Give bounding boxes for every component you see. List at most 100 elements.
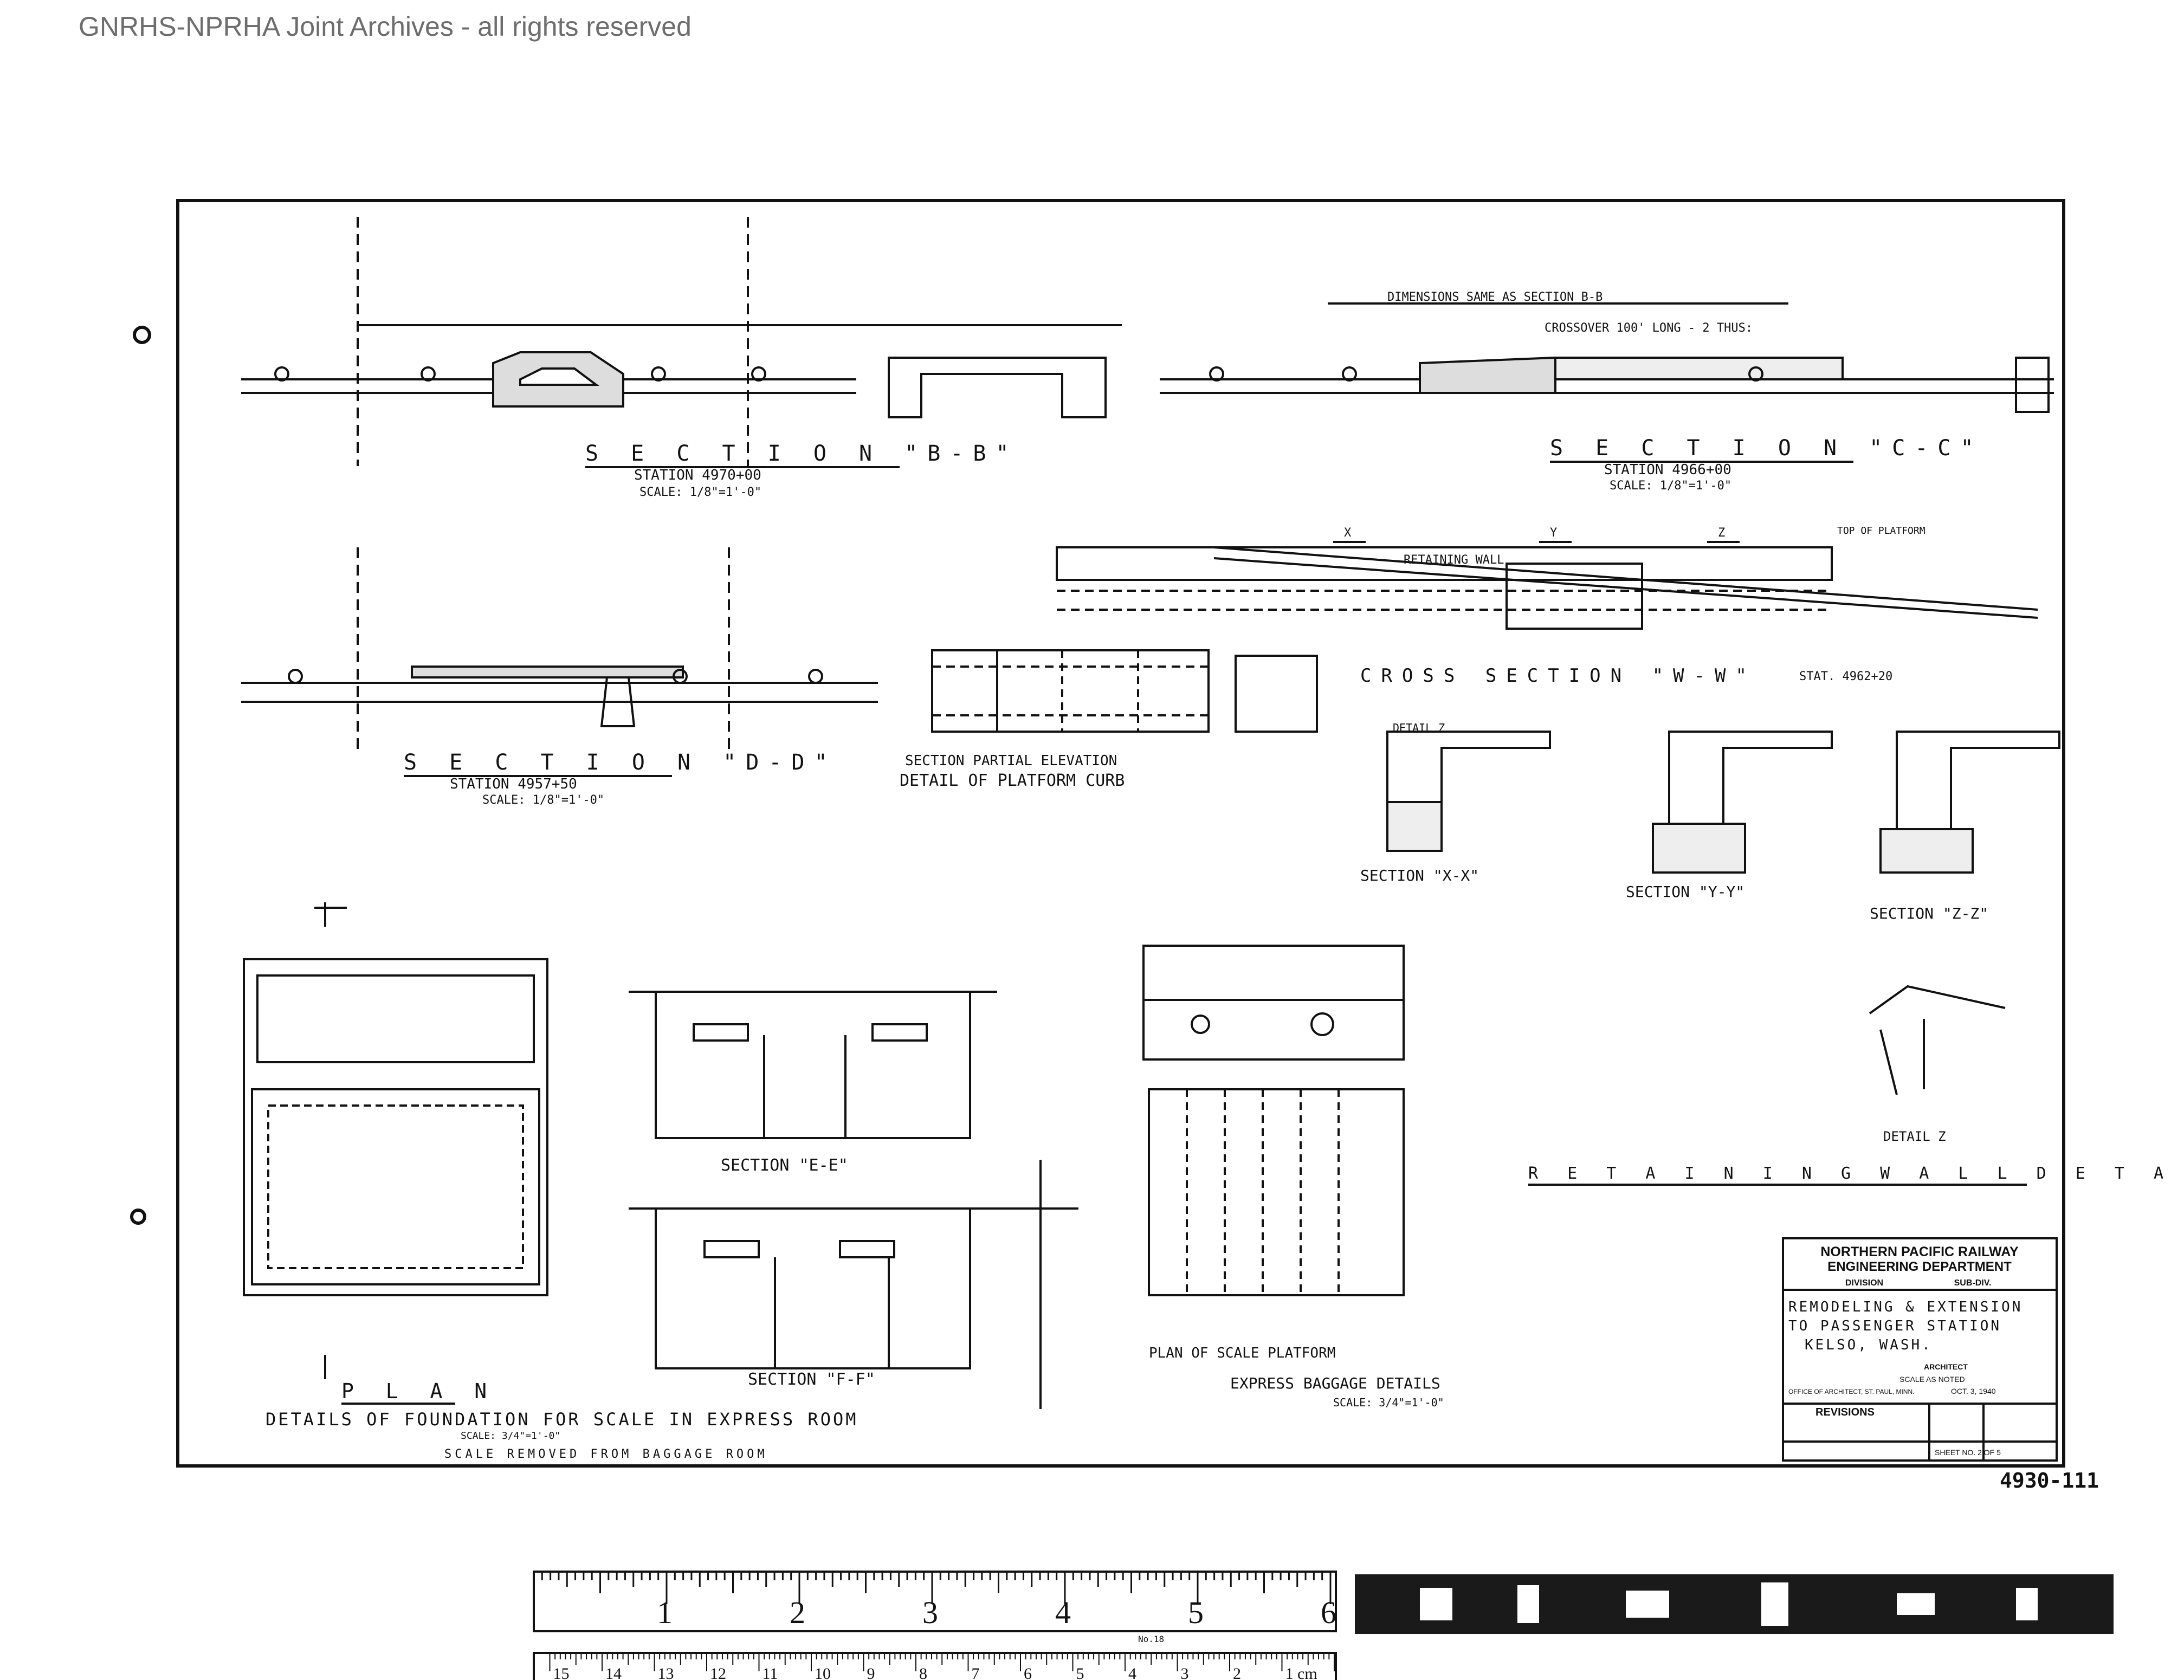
section-cc-note: DIMENSIONS SAME AS SECTION B-B	[1387, 290, 1603, 304]
section-ee-drawing	[629, 991, 997, 1139]
inch-ticks	[533, 1572, 1332, 1604]
section-cc-crossover: CROSSOVER 100' LONG - 2 THUS:	[1545, 321, 1753, 335]
foundation-scale: SCALE: 3/4"=1'-0"	[461, 1430, 560, 1442]
inch-label: 1	[657, 1595, 673, 1630]
retaining-wall-details-title: R E T A I N I N G W A L L D E T A I L S	[1528, 1164, 2184, 1183]
ww-station: STAT. 4962+20	[1799, 670, 1892, 683]
archive-watermark: GNRHS-NPRHA Joint Archives - all rights …	[79, 11, 692, 42]
reference-strip-marks	[1420, 1582, 2038, 1626]
sections-xyz-labels: DETAIL Z SECTION "X-X" SECTION "Y-Y" SEC…	[1360, 721, 1988, 922]
section-ff-drawing	[629, 1160, 1078, 1409]
cm-ticks	[549, 1653, 1335, 1671]
top-of-platform-label: TOP OF PLATFORM	[1837, 525, 1925, 537]
section-ee-title: SECTION "E-E"	[721, 1156, 848, 1175]
section-dd-station: STATION 4957+50	[450, 776, 577, 792]
section-dd-drawing	[241, 547, 878, 753]
project-line-1: REMODELING & EXTENSION	[1788, 1299, 2023, 1315]
section-cc-labels: DIMENSIONS SAME AS SECTION B-B CROSSOVER…	[1387, 290, 1983, 493]
cm-label: 2	[1233, 1665, 1241, 1680]
section-xx-title: SECTION "X-X"	[1360, 867, 1479, 884]
cm-label: 14	[605, 1665, 622, 1680]
department-name: ENGINEERING DEPARTMENT	[1827, 1259, 2012, 1274]
inch-label: 5	[1188, 1595, 1204, 1630]
inch-label: 3	[922, 1595, 938, 1630]
railway-name: NORTHERN PACIFIC RAILWAY	[1820, 1244, 2019, 1259]
revisions-label: REVISIONS	[1815, 1406, 1875, 1418]
retaining-wall-details-labels: DETAIL Z R E T A I N I N G W A L L D E T…	[1528, 1129, 2184, 1186]
section-ff-title: SECTION "F-F"	[748, 1370, 875, 1389]
foundation-details-title: DETAILS OF FOUNDATION FOR SCALE IN EXPRE…	[266, 1409, 858, 1430]
section-yy-title: SECTION "Y-Y"	[1626, 883, 1744, 901]
title-block	[1782, 1237, 2058, 1462]
foundation-plan-labels: P L A N	[341, 1379, 496, 1405]
plan-scale-platform-title: PLAN OF SCALE PLATFORM	[1149, 1345, 1335, 1361]
platform-curb-title: DETAIL OF PLATFORM CURB	[900, 771, 1125, 790]
scale-removed-note: SCALE REMOVED FROM BAGGAGE ROOM	[444, 1448, 768, 1461]
title-block-text: NORTHERN PACIFIC RAILWAY ENGINEERING DEP…	[1788, 1244, 2023, 1457]
section-dd-scale: SCALE: 1/8"=1'-0"	[482, 793, 604, 807]
cm-label: 5	[1076, 1665, 1084, 1680]
cm-label: 9	[867, 1665, 875, 1680]
architect-label: ARCHITECT	[1924, 1362, 1968, 1371]
measurement-ruler	[533, 1571, 1337, 1680]
inch-label: 4	[1055, 1595, 1071, 1630]
section-bb-station: STATION 4970+00	[634, 467, 761, 483]
section-bb-title: S E C T I O N "B-B"	[585, 441, 1019, 466]
ww-label-y: Y	[1550, 526, 1557, 540]
cm-label: 4	[1128, 1665, 1136, 1680]
scale-platform-drawing	[1142, 945, 1405, 1296]
section-ee-labels: SECTION "E-E"	[721, 1156, 848, 1175]
section-cc-station: STATION 4966+00	[1604, 462, 1731, 478]
division-label: DIVISION	[1845, 1278, 1883, 1288]
sheet-label: SHEET NO. 2 OF 5	[1935, 1448, 2001, 1457]
cm-label: 12	[710, 1665, 726, 1680]
section-dd-labels: S E C T I O N "D-D" STATION 4957+50 SCAL…	[404, 750, 837, 807]
ww-label-x: X	[1344, 526, 1352, 540]
project-location: KELSO, WASH.	[1805, 1337, 1933, 1353]
drawing-border	[176, 199, 2065, 1468]
scale-label: SCALE AS NOTED	[1899, 1375, 1965, 1384]
scale-platform-labels: PLAN OF SCALE PLATFORM EXPRESS BAGGAGE D…	[1149, 1345, 1444, 1409]
cm-label: 3	[1181, 1665, 1189, 1680]
foundation-notes: DETAILS OF FOUNDATION FOR SCALE IN EXPRE…	[266, 1409, 858, 1461]
cm-label: 10	[815, 1665, 831, 1680]
foundation-plan-drawing	[243, 902, 548, 1379]
reference-strip	[1355, 1574, 2114, 1634]
drawing-number: 4930-111	[2000, 1469, 2099, 1492]
cm-label: 6	[1024, 1665, 1032, 1680]
cross-section-ww-labels: X Y Z RETAINING WALL TOP OF PLATFORM CRO…	[1344, 525, 1925, 687]
ruler-maker: No.18	[1138, 1634, 1164, 1644]
partial-elevation-title: SECTION PARTIAL ELEVATION	[905, 753, 1117, 769]
sections-xyz-drawing	[1386, 731, 2060, 874]
section-zz-title: SECTION "Z-Z"	[1870, 904, 1988, 922]
section-bb-scale: SCALE: 1/8"=1'-0"	[639, 486, 761, 499]
platform-curb-drawing	[931, 649, 1318, 733]
section-cc-drawing	[1160, 302, 2054, 413]
plan-title: P L A N	[341, 1379, 496, 1403]
cm-label: 11	[763, 1665, 778, 1680]
subdiv-label: SUB-DIV.	[1954, 1278, 1992, 1288]
margin-marks	[130, 326, 151, 1225]
cm-label: 8	[919, 1665, 927, 1680]
section-cc-scale: SCALE: 1/8"=1'-0"	[1610, 479, 1731, 493]
cm-label: 1 cm	[1285, 1665, 1317, 1680]
date-label: OCT. 3, 1940	[1951, 1387, 1996, 1395]
office-label: OFFICE OF ARCHITECT, ST. PAUL, MINN.	[1788, 1388, 1914, 1395]
express-details-title: EXPRESS BAGGAGE DETAILS	[1230, 1374, 1440, 1392]
section-cc-title: S E C T I O N "C-C"	[1550, 436, 1983, 461]
cm-label: 15	[553, 1665, 570, 1680]
section-bb-labels: S E C T I O N "B-B" STATION 4970+00 SCAL…	[585, 441, 1019, 499]
cross-section-ww-drawing	[1056, 541, 2038, 630]
detail-z-drawing	[1869, 985, 2006, 1095]
ww-label-z: Z	[1718, 526, 1725, 540]
project-line-2: TO PASSENGER STATION	[1788, 1318, 2001, 1334]
cm-label: 7	[972, 1665, 980, 1680]
cross-section-ww-title: CROSS SECTION "W-W"	[1360, 665, 1756, 687]
section-dd-title: S E C T I O N "D-D"	[404, 750, 837, 775]
detail-z-label: DETAIL Z	[1393, 721, 1445, 734]
platform-curb-labels: SECTION PARTIAL ELEVATION DETAIL OF PLAT…	[900, 753, 1125, 790]
inch-label: 6	[1321, 1595, 1336, 1630]
cm-label: 13	[658, 1665, 674, 1680]
